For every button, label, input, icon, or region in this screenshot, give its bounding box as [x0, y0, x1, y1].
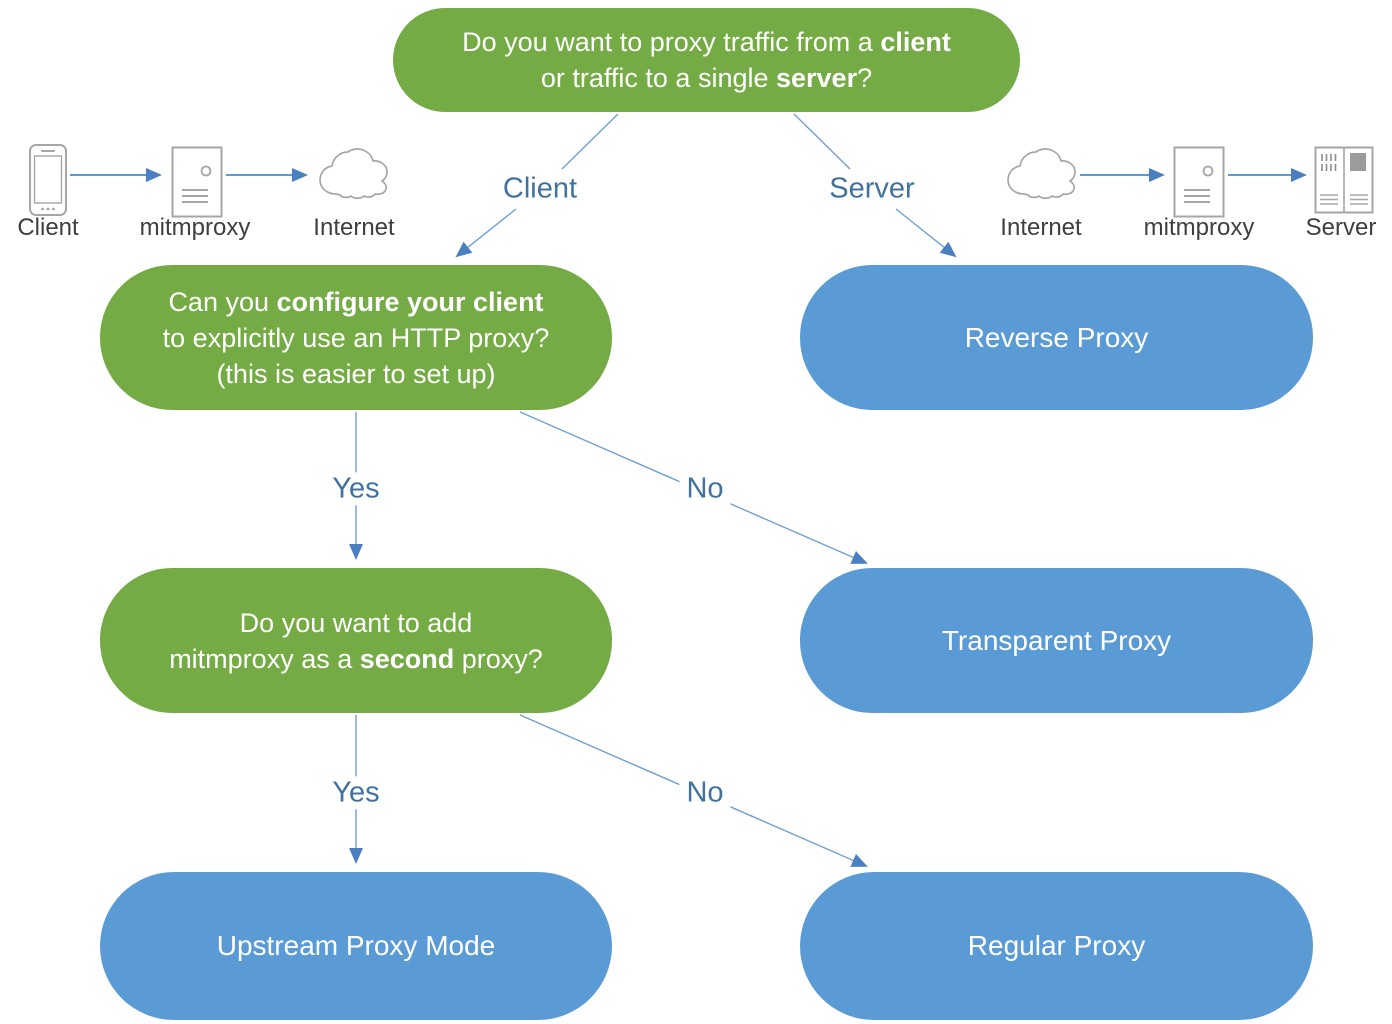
node-reverse-proxy: Reverse Proxy [800, 265, 1313, 410]
qsecond-line2-text: mitmproxy as a [169, 643, 360, 674]
node-question-second-proxy: Do you want to add mitmproxy as a second… [100, 568, 612, 713]
root-line1-bold: client [880, 27, 951, 57]
qclient-line1-text: Can you [168, 286, 277, 317]
caption-mitmproxy-right: mitmproxy [1143, 214, 1255, 241]
branch-label-no-top: No [679, 472, 731, 506]
node-regular-proxy: Regular Proxy [800, 872, 1313, 1020]
caption-internet-left: Internet [313, 214, 395, 241]
caption-server: Server [1305, 214, 1377, 241]
qclient-line2-text: to explicitly use an HTTP proxy? [162, 322, 550, 353]
node-root-question: Do you want to proxy traffic from a clie… [393, 8, 1020, 112]
branch-label-client: Client [495, 172, 585, 206]
root-line2-end: ? [857, 63, 873, 93]
node-question-configure-client: Can you configure your client to explici… [100, 265, 612, 410]
caption-internet-right: Internet [1000, 214, 1082, 241]
branch-label-yes-top: Yes [325, 472, 387, 506]
node-transparent-proxy: Transparent Proxy [800, 568, 1313, 713]
cloud-icon [316, 148, 392, 204]
proxy-server-icon [1173, 146, 1225, 218]
edge-root-client-upper [561, 113, 619, 170]
caption-client: Client [17, 214, 79, 241]
node-upstream-proxy-mode: Upstream Proxy Mode [100, 872, 612, 1020]
server-rack-icon [1314, 146, 1374, 214]
regular-proxy-label: Regular Proxy [967, 930, 1146, 961]
root-line2-bold: server [776, 63, 858, 93]
caption-mitmproxy-left: mitmproxy [139, 214, 251, 241]
edge-root-server-upper [793, 113, 851, 170]
reverse-proxy-label: Reverse Proxy [964, 321, 1149, 353]
edge-root-server-lower [895, 208, 957, 258]
qsecond-line1-text: Do you want to add [239, 607, 473, 638]
cloud-icon [1004, 148, 1080, 204]
transparent-proxy-label: Transparent Proxy [941, 624, 1172, 656]
qclient-line1-bold: configure your client [276, 286, 544, 317]
qclient-line3-text: (this is easier to set up) [216, 358, 496, 389]
smartphone-icon [28, 143, 68, 217]
root-line2-text: or traffic to a single [540, 63, 776, 93]
branch-label-server: Server [822, 172, 922, 206]
upstream-proxy-label: Upstream Proxy Mode [216, 930, 496, 961]
qsecond-line2-bold: second [359, 643, 455, 674]
branch-label-yes-bottom: Yes [325, 776, 387, 810]
root-line1-text: Do you want to proxy traffic from a [462, 27, 881, 57]
qsecond-line2-end: proxy? [454, 643, 543, 674]
branch-label-no-bottom: No [679, 776, 731, 810]
proxy-server-icon [171, 146, 223, 218]
edge-root-client-lower [455, 208, 517, 258]
